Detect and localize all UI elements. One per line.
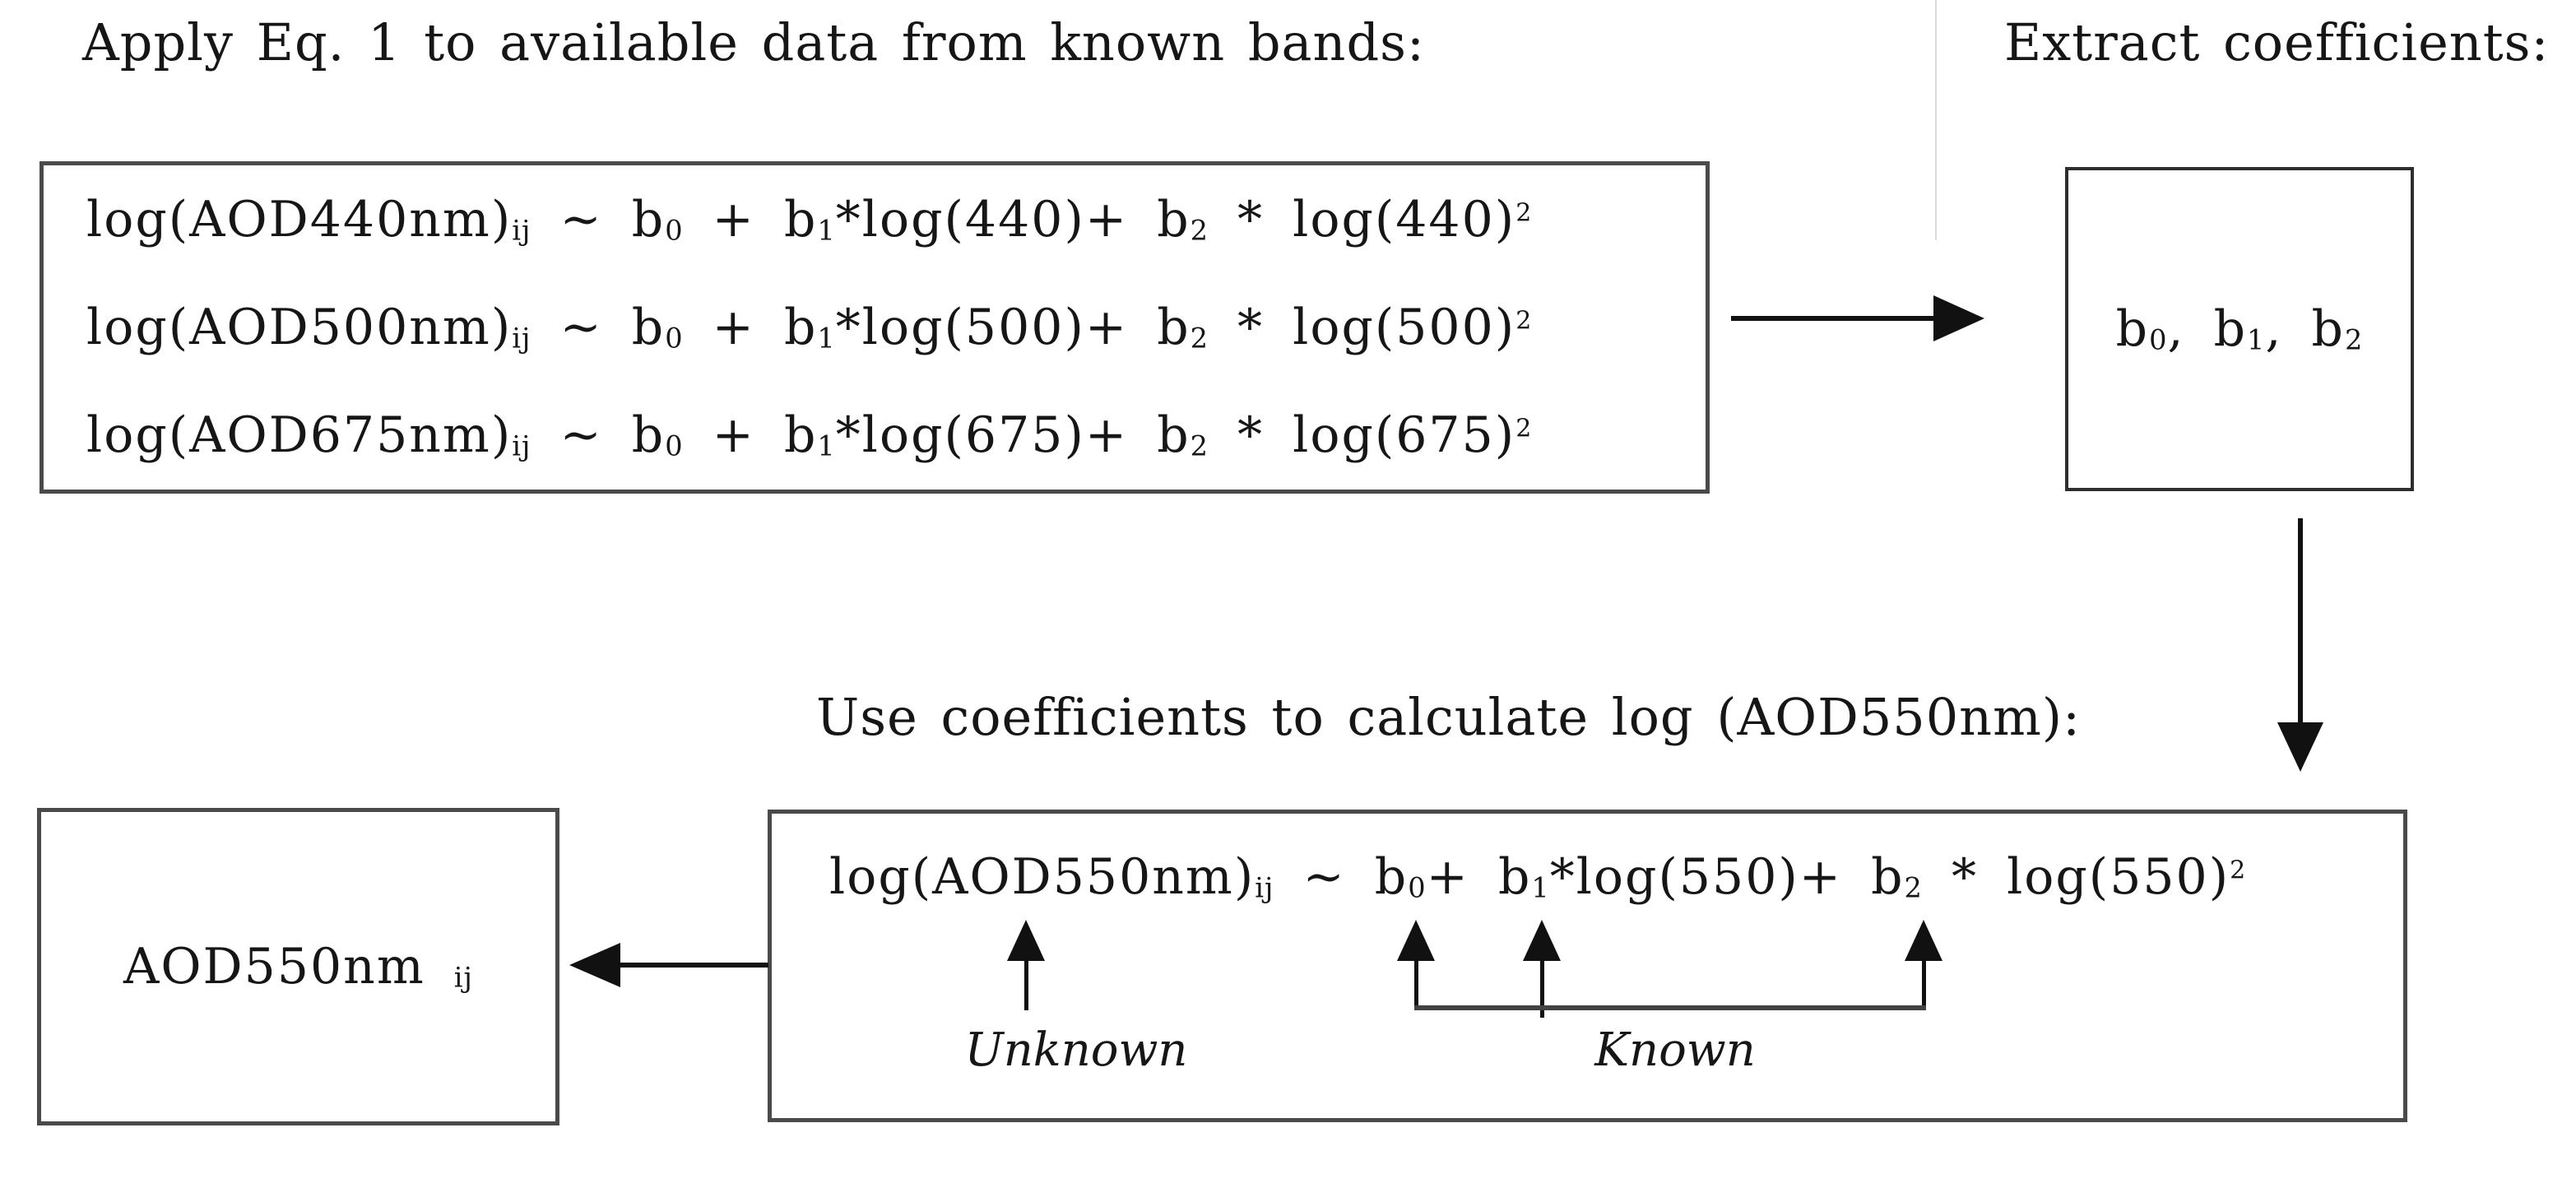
arrow-to-result-head-icon — [569, 943, 620, 987]
column-separator-line — [1935, 0, 1937, 240]
equation-aod500: log(AOD500nm)ij ~ b0 + b1*log(500)+ b2 *… — [86, 298, 1534, 356]
arrow-up-b2-head-icon — [1905, 920, 1942, 961]
arrow-up-b1-shaft — [1540, 958, 1544, 1018]
arrow-up-b2-shaft — [1922, 958, 1926, 1010]
arrow-up-b0-head-icon — [1397, 920, 1435, 961]
equation-aod550: log(AOD550nm)ij ~ b0+ b1*log(550)+ b2 * … — [829, 848, 2248, 906]
step3-title: Use coefficients to calculate log (AOD55… — [816, 687, 2081, 747]
arrow-coefficients-down-shaft — [2298, 518, 2303, 726]
step2-title: Extract coefficients: — [2004, 12, 2550, 72]
result-value: AOD550nm ij — [123, 938, 473, 995]
equation-aod440: log(AOD440nm)ij ~ b0 + b1*log(440)+ b2 *… — [86, 190, 1534, 248]
arrow-up-b1-head-icon — [1523, 920, 1561, 961]
arrow-to-coefficients-head-icon — [1933, 295, 1984, 341]
arrow-up-b0-shaft — [1414, 958, 1418, 1010]
arrow-to-result-shaft — [619, 963, 768, 968]
result-box: AOD550nm ij — [37, 808, 559, 1125]
unknown-label: Unknown — [964, 1023, 1188, 1077]
known-bracket-line — [1414, 1005, 1926, 1010]
arrow-up-unknown-head-icon — [1007, 920, 1045, 961]
equation-aod675: log(AOD675nm)ij ~ b0 + b1*log(675)+ b2 *… — [86, 406, 1534, 465]
arrow-to-coefficients-shaft — [1731, 316, 1935, 321]
equation-list: log(AOD440nm)ij ~ b0 + b1*log(440)+ b2 *… — [44, 165, 1706, 490]
arrow-coefficients-down-head-icon — [2277, 722, 2323, 772]
step1-title: Apply Eq. 1 to available data from known… — [82, 12, 1425, 72]
arrow-up-unknown-shaft — [1024, 958, 1028, 1010]
coefficients-box: b0, b1, b2 — [2065, 167, 2414, 491]
known-bands-equations-box: log(AOD440nm)ij ~ b0 + b1*log(440)+ b2 *… — [39, 161, 1710, 494]
known-label: Known — [1594, 1023, 1756, 1077]
coefficients-value: b0, b1, b2 — [2115, 300, 2364, 358]
aod550-equation-box: log(AOD550nm)ij ~ b0+ b1*log(550)+ b2 * … — [768, 810, 2407, 1122]
